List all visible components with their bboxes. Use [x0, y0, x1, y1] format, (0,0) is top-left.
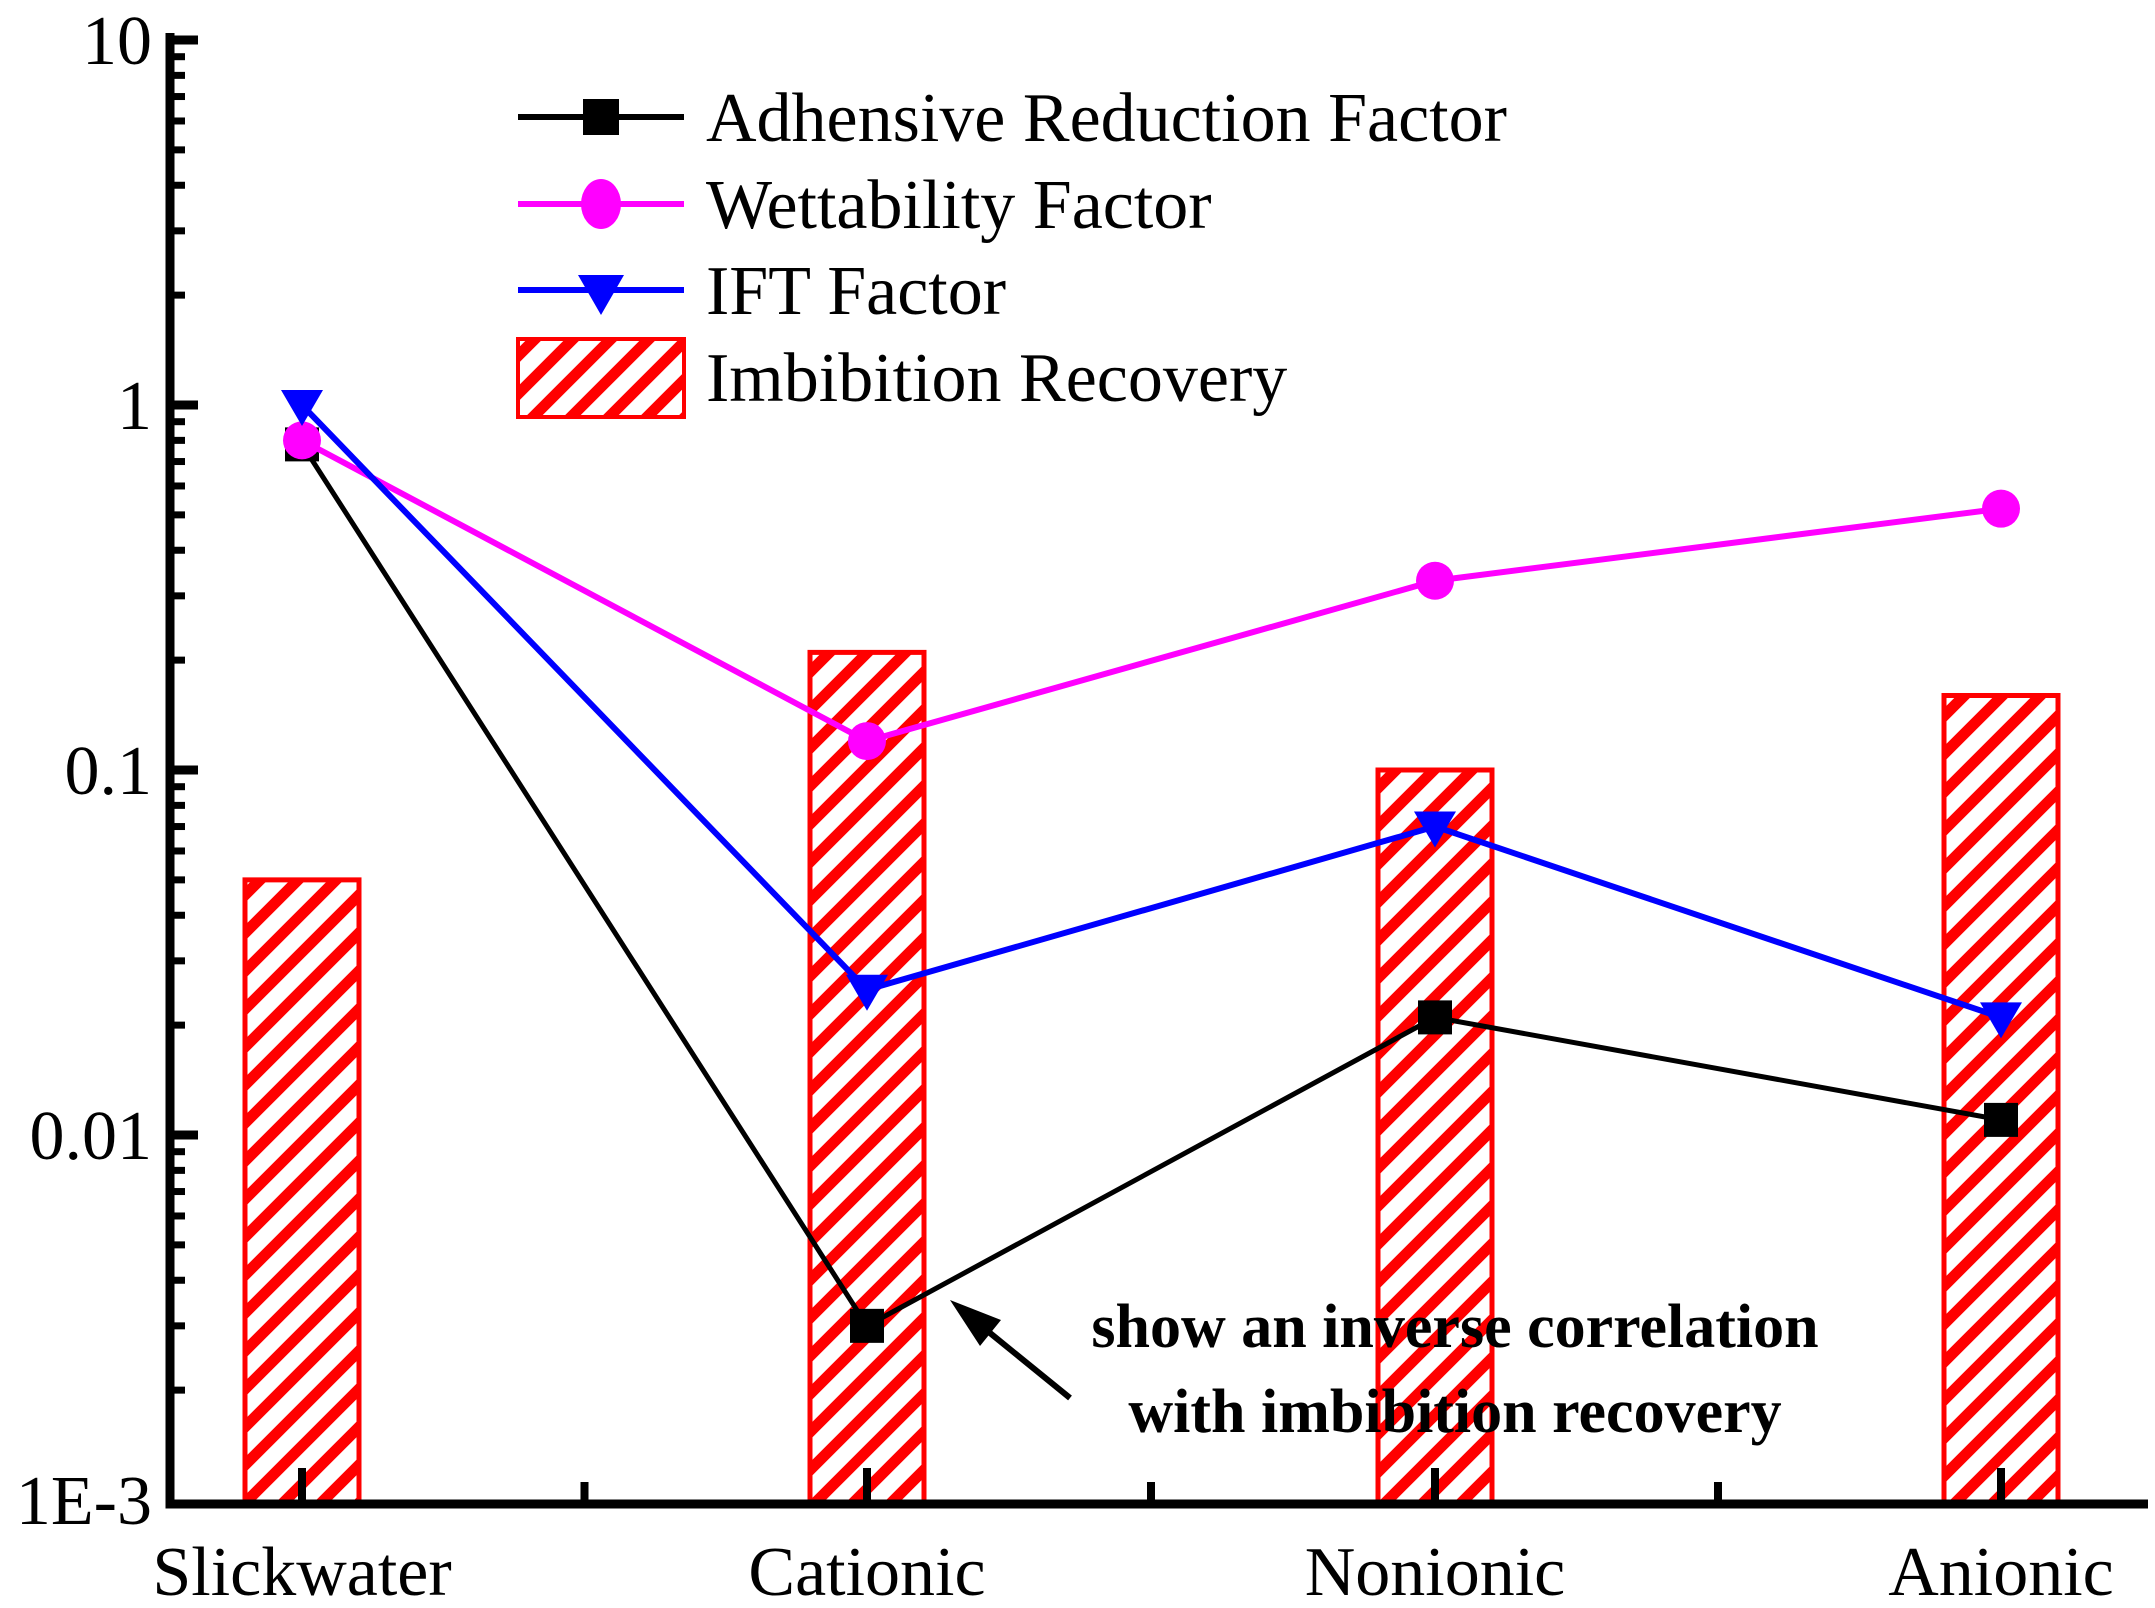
point-square-marker [850, 1308, 884, 1343]
point-triangle-marker [846, 974, 888, 1011]
point-triangle-marker [1980, 1002, 2022, 1039]
legend-square-marker [583, 99, 619, 135]
line-series-1 [283, 421, 2020, 761]
point-square-marker [1418, 1000, 1452, 1035]
y-axis-tick-label: 0.1 [65, 733, 153, 810]
series-line [299, 402, 2002, 1021]
y-axis-tick-label: 0.01 [30, 1098, 153, 1175]
line-series-2 [281, 390, 2022, 1039]
bar-series-imbibition-recovery [242, 649, 2061, 1507]
bar-cationic [807, 649, 927, 1507]
legend-item-label: Wettability Factor [706, 167, 1212, 244]
annotation: show an inverse correlation with imbibiti… [950, 1293, 1819, 1446]
x-axis-category-label: Anionic [1888, 1534, 2114, 1608]
annotation-arrow-shaft [988, 1330, 1072, 1401]
annotation-arrowhead-icon [950, 1300, 1001, 1346]
line-series-0 [285, 427, 2018, 1343]
x-axis-category-label: Cationic [748, 1534, 985, 1608]
legend-triangle-marker [578, 275, 624, 315]
series-line [300, 437, 2002, 745]
legend-item-label: Adhensive Reduction Factor [706, 80, 1507, 157]
annotation-line-1: show an inverse correlation [1091, 1293, 1818, 1361]
point-triangle-marker [281, 390, 323, 426]
point-triangle-marker [1414, 811, 1456, 848]
x-axis-category-label: Slickwater [152, 1534, 451, 1608]
x-axis-category-label: Nonionic [1305, 1534, 1566, 1608]
point-circle-marker [283, 421, 321, 460]
y-axis-tick-label: 1 [117, 368, 152, 445]
bar-slickwater [242, 877, 362, 1507]
legend-circle-marker [581, 179, 621, 229]
point-circle-marker [1416, 561, 1454, 600]
legend-item-label: Imbibition Recovery [706, 340, 1287, 417]
series-line [299, 443, 2002, 1330]
legend-item-label: IFT Factor [706, 253, 1006, 330]
y-axis-tick-label: 1E-3 [16, 1463, 152, 1540]
point-square-marker [1984, 1102, 2018, 1137]
bar-anionic [1941, 692, 2061, 1507]
annotation-line-2: with imbibition recovery [1128, 1378, 1781, 1446]
point-circle-marker [848, 722, 886, 761]
point-circle-marker [1982, 489, 2020, 528]
y-axis-tick-label: 10 [82, 3, 152, 80]
legend-hatch-swatch [516, 337, 686, 419]
